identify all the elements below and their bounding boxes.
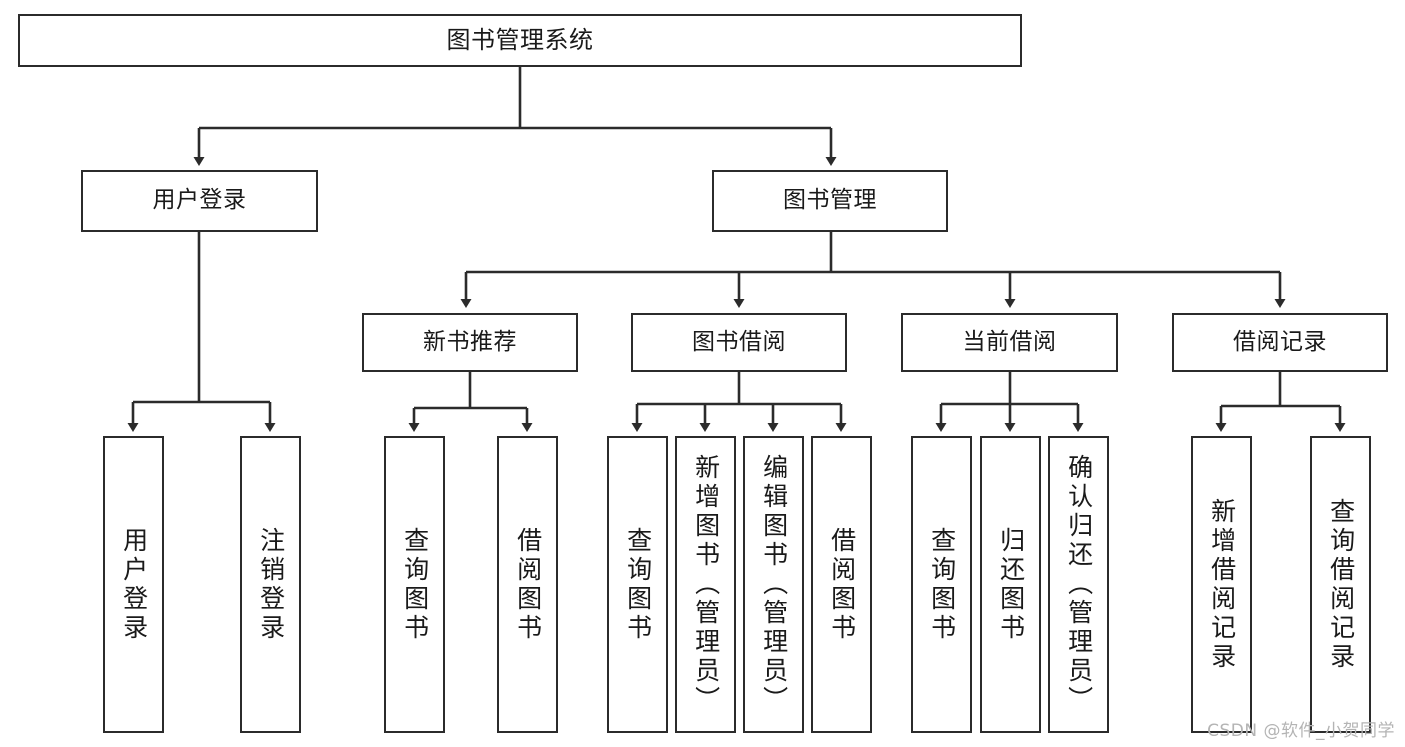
leaf-current-borrow-confirm-return-admin[interactable]: 确认归还（管理员） (1048, 436, 1109, 733)
leaf-new-book-borrow-book[interactable]: 借阅图书 (497, 436, 558, 733)
node-label: 借阅图书 (513, 526, 543, 643)
leaf-user-login-logout[interactable]: 注销登录 (240, 436, 301, 733)
node-book-borrow[interactable]: 图书借阅 (631, 313, 847, 372)
node-label: 查询图书 (400, 526, 430, 643)
node-label: 查询图书 (927, 526, 957, 643)
csdn-watermark: CSDN @软件_小贺同学 (1207, 721, 1395, 741)
node-current-borrow[interactable]: 当前借阅 (901, 313, 1118, 372)
node-user-login[interactable]: 用户登录 (81, 170, 318, 232)
node-new-book-recommend[interactable]: 新书推荐 (362, 313, 578, 372)
leaf-borrow-record-add-record[interactable]: 新增借阅记录 (1191, 436, 1252, 733)
node-label: 借阅图书 (827, 526, 857, 643)
leaf-book-borrow-add-book-admin[interactable]: 新增图书（管理员） (675, 436, 736, 733)
node-root-library-system[interactable]: 图书管理系统 (18, 14, 1022, 67)
leaf-book-borrow-query-book[interactable]: 查询图书 (607, 436, 668, 733)
node-label: 借阅记录 (1233, 328, 1327, 355)
leaf-new-book-query-book[interactable]: 查询图书 (384, 436, 445, 733)
leaf-book-borrow-borrow-book[interactable]: 借阅图书 (811, 436, 872, 733)
leaf-user-login-login[interactable]: 用户登录 (103, 436, 164, 733)
node-label: 图书管理系统 (446, 26, 594, 55)
leaf-current-borrow-query-book[interactable]: 查询图书 (911, 436, 972, 733)
node-label: 用户登录 (152, 187, 247, 214)
node-label: 归还图书 (996, 526, 1026, 643)
leaf-borrow-record-query-record[interactable]: 查询借阅记录 (1310, 436, 1371, 733)
node-label: 新增借阅记录 (1207, 497, 1237, 672)
node-borrow-record[interactable]: 借阅记录 (1172, 313, 1388, 372)
node-label: 当前借阅 (962, 328, 1057, 355)
node-label: 新增图书（管理员） (691, 454, 721, 715)
node-label: 新书推荐 (423, 328, 517, 355)
node-label: 确认归还（管理员） (1064, 454, 1094, 715)
leaf-book-borrow-edit-book-admin[interactable]: 编辑图书（管理员） (743, 436, 804, 733)
node-label: 用户登录 (119, 526, 149, 643)
node-label: 查询借阅记录 (1326, 497, 1356, 672)
leaf-current-borrow-return-book[interactable]: 归还图书 (980, 436, 1041, 733)
node-label: 编辑图书（管理员） (759, 454, 789, 715)
node-book-management[interactable]: 图书管理 (712, 170, 948, 232)
node-label: 图书借阅 (692, 328, 786, 355)
node-label: 注销登录 (256, 526, 286, 643)
node-label: 查询图书 (623, 526, 653, 643)
node-label: 图书管理 (783, 187, 877, 214)
